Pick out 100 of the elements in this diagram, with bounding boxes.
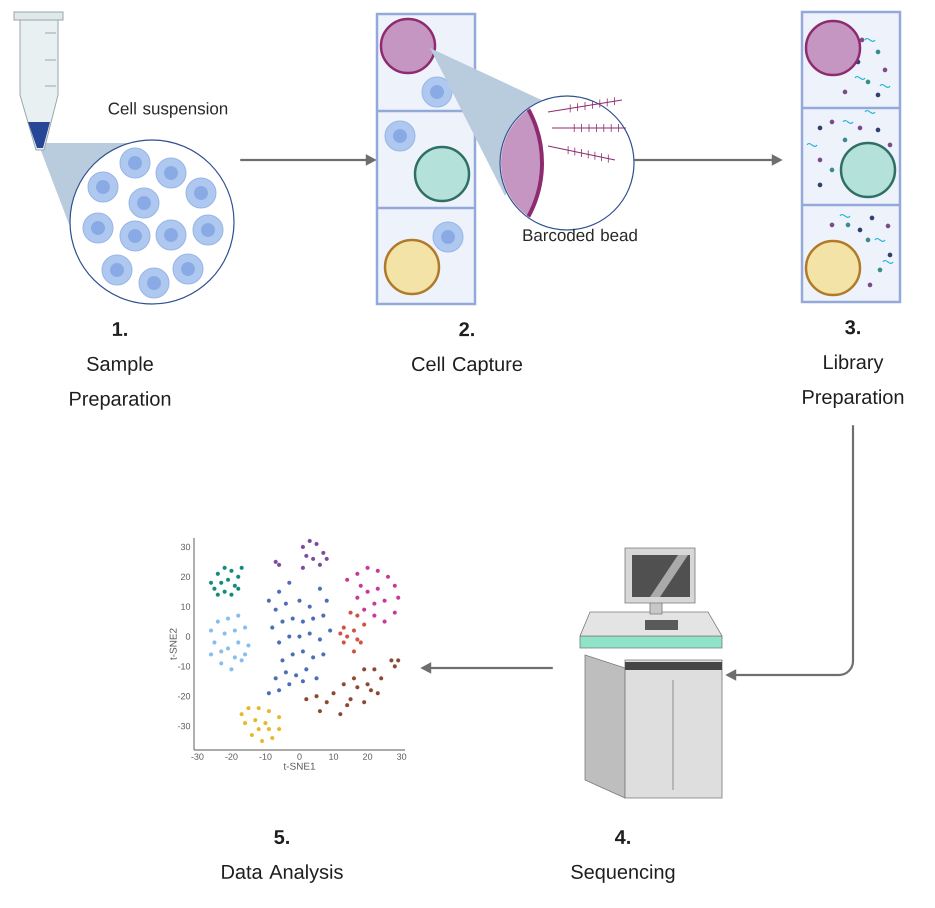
point bbox=[372, 667, 377, 672]
point bbox=[300, 649, 306, 654]
point bbox=[307, 604, 312, 610]
point bbox=[273, 607, 278, 612]
x-tick-label: 30 bbox=[396, 754, 406, 760]
y-tick-label: 0 bbox=[186, 633, 190, 640]
point bbox=[378, 676, 384, 681]
point bbox=[260, 738, 264, 744]
point bbox=[372, 613, 377, 618]
point bbox=[355, 595, 360, 600]
point bbox=[232, 655, 238, 660]
point bbox=[362, 700, 367, 705]
point bbox=[314, 676, 319, 681]
step-label: 1. Sample Preparation bbox=[70, 322, 170, 410]
point bbox=[276, 714, 282, 720]
point bbox=[300, 678, 306, 684]
point bbox=[284, 670, 288, 675]
point bbox=[304, 667, 309, 672]
point bbox=[328, 628, 332, 633]
point bbox=[320, 613, 326, 618]
x-tick-label: -10 bbox=[259, 754, 272, 760]
step-label: 3. Library Preparation bbox=[803, 320, 904, 408]
point bbox=[300, 544, 306, 550]
point bbox=[344, 577, 350, 582]
point bbox=[358, 640, 364, 645]
point bbox=[348, 696, 353, 702]
point bbox=[320, 550, 326, 556]
point bbox=[286, 580, 292, 586]
point bbox=[215, 592, 220, 598]
point bbox=[344, 634, 350, 639]
point bbox=[226, 577, 230, 582]
point bbox=[307, 538, 312, 544]
point bbox=[226, 616, 230, 621]
point bbox=[242, 625, 248, 630]
point bbox=[310, 556, 316, 562]
point bbox=[276, 562, 282, 568]
point bbox=[396, 658, 401, 663]
point bbox=[236, 574, 241, 580]
point bbox=[276, 589, 282, 594]
point bbox=[236, 586, 241, 592]
point bbox=[222, 566, 227, 570]
point bbox=[263, 720, 268, 726]
point bbox=[226, 646, 230, 651]
point bbox=[266, 726, 272, 732]
point bbox=[300, 566, 306, 570]
point bbox=[276, 640, 282, 645]
point bbox=[324, 556, 330, 562]
caption-text: Barcoded bead bbox=[523, 228, 637, 242]
y-axis-title: t-SNE2 bbox=[170, 628, 177, 660]
point bbox=[218, 580, 224, 586]
point bbox=[355, 613, 360, 618]
point bbox=[256, 706, 262, 711]
point bbox=[212, 586, 217, 592]
point bbox=[297, 634, 302, 639]
point bbox=[208, 580, 214, 586]
point bbox=[310, 616, 316, 621]
x-tick-label: -30 bbox=[191, 754, 204, 760]
point bbox=[368, 688, 374, 693]
point bbox=[382, 598, 387, 604]
point bbox=[236, 613, 241, 618]
point bbox=[355, 684, 360, 690]
point bbox=[331, 690, 336, 696]
point bbox=[318, 708, 322, 714]
point bbox=[280, 658, 285, 663]
point bbox=[352, 628, 356, 633]
point bbox=[318, 637, 322, 642]
point bbox=[314, 694, 319, 699]
point bbox=[300, 619, 306, 624]
point bbox=[250, 732, 254, 738]
y-tick-label: -30 bbox=[178, 722, 190, 730]
x-tick-label: 0 bbox=[297, 754, 302, 760]
point bbox=[208, 652, 214, 657]
x-axis-title: t-SNE1 bbox=[284, 762, 316, 770]
point bbox=[215, 619, 220, 624]
point bbox=[352, 649, 356, 654]
point bbox=[256, 726, 262, 732]
point bbox=[341, 640, 346, 645]
point bbox=[314, 542, 319, 546]
point bbox=[290, 652, 296, 657]
point bbox=[375, 690, 380, 696]
point bbox=[266, 708, 272, 714]
point bbox=[396, 595, 401, 600]
point bbox=[246, 706, 251, 711]
y-tick-label: 20 bbox=[180, 574, 190, 580]
point bbox=[246, 643, 251, 648]
point bbox=[362, 622, 367, 627]
point bbox=[307, 631, 312, 636]
point bbox=[239, 566, 244, 570]
point bbox=[286, 682, 292, 687]
point bbox=[392, 664, 398, 669]
point bbox=[382, 619, 387, 624]
point bbox=[344, 702, 350, 708]
point bbox=[338, 712, 343, 717]
point bbox=[375, 586, 380, 592]
y-tick-label: -20 bbox=[178, 693, 190, 700]
point bbox=[341, 682, 346, 687]
point bbox=[229, 667, 234, 672]
point bbox=[290, 616, 296, 621]
point bbox=[318, 586, 322, 592]
point bbox=[294, 672, 298, 678]
